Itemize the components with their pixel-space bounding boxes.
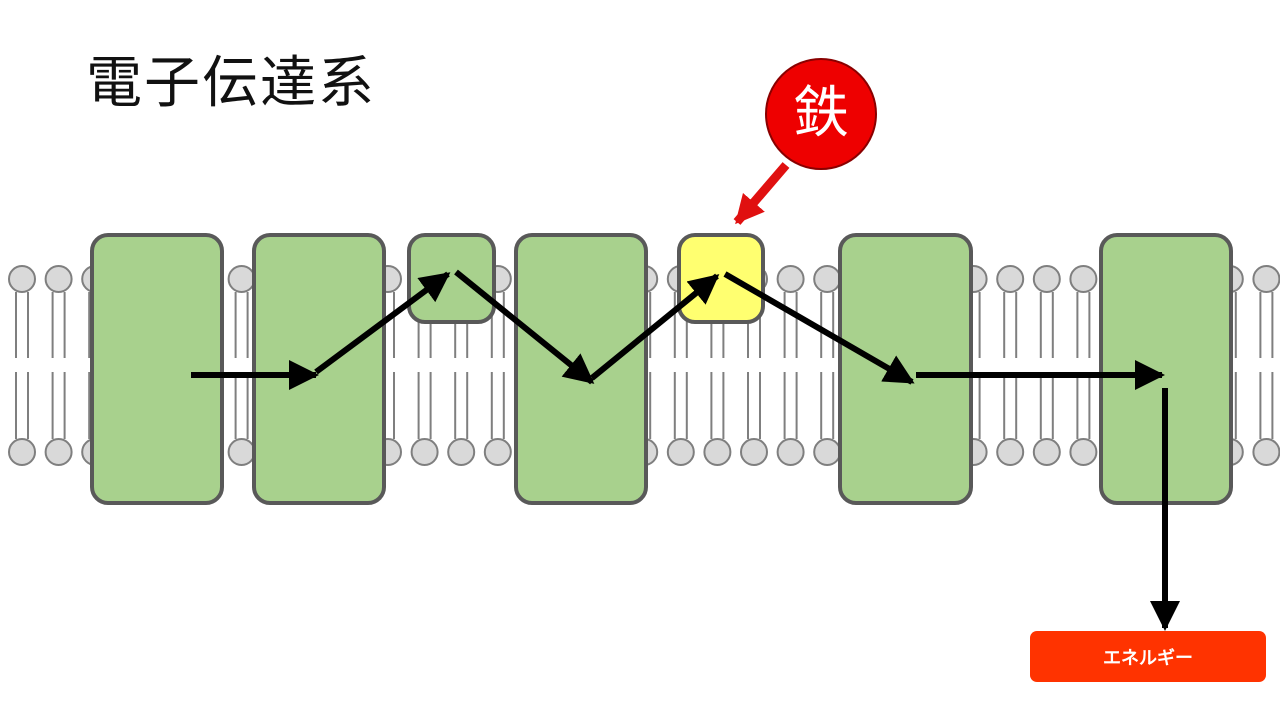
electron-arrow	[314, 271, 451, 375]
lipid-head	[996, 265, 1025, 293]
lipid-tail	[783, 292, 798, 358]
lipid-tail	[747, 372, 761, 439]
iron-protein	[677, 233, 765, 324]
lipid-tail	[1003, 372, 1018, 439]
lipid-tail	[51, 372, 66, 439]
lipid-head	[703, 438, 732, 466]
lipid-tail	[1076, 292, 1091, 358]
lipid-tail	[1259, 372, 1274, 439]
protein-complex-6	[838, 233, 973, 505]
lipid-head	[1069, 265, 1098, 293]
electron-flow-arrows	[191, 162, 1180, 631]
lipid-tail	[234, 372, 249, 439]
lipid-tail	[1039, 292, 1054, 358]
protein-complex-3	[407, 233, 496, 324]
iron-label: 鉄	[793, 81, 849, 146]
iron-badge: 鉄	[765, 58, 877, 170]
lipid-head	[8, 265, 36, 293]
electron-arrow	[590, 273, 720, 381]
electron-arrow	[454, 269, 595, 385]
lipid-head	[44, 438, 73, 466]
protein-complex-1	[90, 233, 224, 505]
lipid-tail	[820, 292, 835, 358]
lipid-tail	[783, 372, 798, 439]
electron-arrow	[723, 271, 915, 385]
lipid-tail	[454, 372, 469, 439]
lipid-head	[740, 438, 768, 466]
lipid-head	[1252, 438, 1280, 466]
lipid-head	[666, 438, 695, 466]
lipid-head	[1252, 265, 1280, 293]
lipid-head	[44, 265, 73, 293]
lipid-head	[776, 438, 805, 466]
lipid-head	[1032, 438, 1061, 466]
lipid-head	[483, 438, 512, 466]
lipid-tail	[234, 292, 249, 358]
lipid-tail	[15, 372, 29, 439]
lipid-tail	[51, 292, 66, 358]
lipid-head	[447, 438, 476, 466]
lipid-tail	[710, 372, 725, 439]
iron-pointer-arrow	[733, 162, 790, 225]
lipid-tail	[490, 372, 505, 439]
lipid-head	[1069, 438, 1098, 466]
lipid-tail	[1076, 372, 1091, 439]
lipid-head	[813, 438, 842, 466]
lipid-tail	[417, 372, 432, 439]
lipid-head	[813, 265, 842, 293]
lipid-tail	[15, 292, 29, 358]
lipid-tail	[820, 372, 835, 439]
lipid-head	[776, 265, 805, 293]
lipid-tail	[673, 372, 688, 439]
lipid-tail	[1003, 292, 1018, 358]
lipid-head	[8, 438, 36, 466]
lipid-head	[1032, 265, 1061, 293]
energy-label: エネルギー	[1103, 647, 1193, 669]
lipid-tail	[1039, 372, 1054, 439]
energy-box: エネルギー	[1030, 631, 1266, 682]
lipid-head	[227, 265, 256, 293]
lipid-tail	[1259, 292, 1274, 358]
lipid-head	[996, 438, 1025, 466]
protein-complex-4	[514, 233, 648, 505]
lipid-head	[410, 438, 439, 466]
slide-title: 電子伝達系	[86, 51, 376, 116]
lipid-head	[227, 438, 256, 466]
